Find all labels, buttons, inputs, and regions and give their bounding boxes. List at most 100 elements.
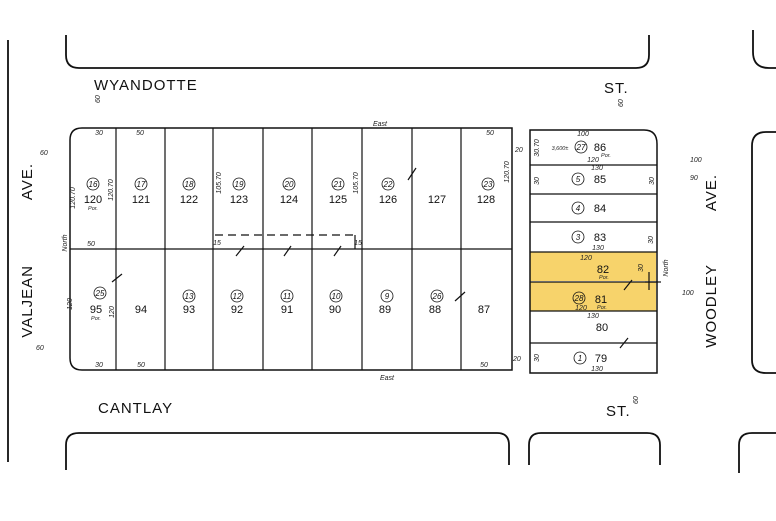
svg-text:28: 28 (574, 294, 584, 303)
svg-text:Por.: Por. (88, 206, 98, 212)
svg-text:80: 80 (596, 322, 608, 334)
lot-93: 13 93 (182, 289, 196, 316)
svg-text:11: 11 (283, 292, 291, 301)
svg-text:60: 60 (36, 345, 44, 352)
svg-text:83: 83 (594, 232, 606, 244)
svg-text:127: 127 (428, 194, 446, 206)
svg-text:20: 20 (514, 147, 523, 154)
street-label-wyandotte-st: ST. (604, 80, 629, 97)
svg-text:Por.: Por. (601, 153, 611, 159)
lot-124: 20 124 (280, 177, 298, 206)
west-bottom-lots: 25 95 Por. 94 13 93 12 92 11 91 10 90 (90, 286, 490, 322)
svg-text:84: 84 (594, 203, 606, 215)
svg-text:3,600±: 3,600± (552, 146, 569, 152)
lot-89: 9 89 (379, 289, 394, 316)
svg-text:130: 130 (591, 165, 603, 172)
svg-text:100: 100 (690, 157, 702, 164)
west-block (69, 127, 513, 371)
svg-text:50: 50 (137, 362, 145, 369)
svg-text:94: 94 (135, 304, 147, 316)
svg-text:North: North (62, 234, 69, 251)
svg-text:East: East (380, 375, 395, 382)
svg-text:30: 30 (649, 177, 656, 185)
svg-text:20: 20 (512, 356, 521, 363)
street-label-valjean: VALJEAN (19, 265, 36, 338)
svg-text:30: 30 (534, 177, 541, 185)
street-curbs (7, 30, 776, 473)
lot-128: 23 128 (477, 177, 495, 206)
svg-text:87: 87 (478, 304, 490, 316)
lot-95: 25 95 Por. (90, 286, 107, 322)
lot-122: 18 122 (180, 177, 198, 206)
lot-81: 28 81 Por. (572, 291, 607, 311)
svg-text:82: 82 (597, 264, 609, 276)
svg-text:50: 50 (480, 362, 488, 369)
svg-text:89: 89 (379, 304, 391, 316)
lot-82: 82 Por. (597, 264, 609, 281)
svg-text:Por.: Por. (597, 305, 607, 311)
svg-text:90: 90 (329, 304, 341, 316)
street-label-woodley: WOODLEY (703, 264, 720, 348)
svg-text:19: 19 (235, 180, 244, 189)
svg-text:5: 5 (576, 175, 581, 184)
svg-text:13: 13 (185, 292, 194, 301)
svg-text:85: 85 (594, 174, 606, 186)
svg-text:95: 95 (90, 304, 102, 316)
svg-text:130: 130 (591, 366, 603, 373)
svg-text:Por.: Por. (91, 316, 101, 322)
svg-text:30.70: 30.70 (534, 139, 541, 157)
svg-text:9: 9 (385, 292, 390, 301)
lot-85: 5 85 (571, 172, 606, 186)
svg-text:10: 10 (332, 292, 341, 301)
svg-text:3: 3 (576, 233, 581, 242)
svg-text:26: 26 (432, 292, 442, 301)
lot-126: 22 126 (379, 177, 397, 206)
svg-text:20: 20 (284, 180, 294, 189)
lot-79: 1 79 (573, 351, 607, 365)
svg-text:60: 60 (618, 99, 625, 107)
west-dimensions: 30 50 50 50 30 50 50 15 15 East East 120… (36, 95, 625, 382)
svg-text:92: 92 (231, 304, 243, 316)
street-label-cantlay: CANTLAY (98, 400, 174, 417)
west-top-lots: 16 120 Por. 17 121 18 122 19 123 20 124 … (84, 177, 495, 212)
lot-92: 12 92 (230, 289, 244, 316)
svg-text:130: 130 (587, 313, 599, 320)
street-label-woodley-ave: AVE. (703, 174, 720, 212)
svg-text:1: 1 (578, 354, 582, 363)
lot-84: 4 84 (571, 201, 606, 215)
svg-text:81: 81 (595, 294, 607, 306)
svg-text:30: 30 (95, 130, 103, 137)
svg-text:79: 79 (595, 353, 607, 365)
lot-86: 3,600± 27 86 Por. (552, 140, 611, 159)
svg-text:60: 60 (95, 95, 102, 103)
svg-text:25: 25 (95, 289, 105, 298)
lot-88: 26 88 (429, 289, 444, 316)
svg-text:105.70: 105.70 (216, 172, 223, 194)
svg-text:88: 88 (429, 304, 441, 316)
svg-text:120.70: 120.70 (108, 179, 115, 201)
svg-text:130: 130 (592, 245, 604, 252)
svg-text:Por.: Por. (599, 275, 609, 281)
svg-text:120.70: 120.70 (70, 187, 77, 209)
street-label-cantlay-st: ST. (606, 403, 631, 420)
svg-text:60: 60 (633, 396, 640, 404)
svg-text:93: 93 (183, 304, 195, 316)
svg-text:91: 91 (281, 304, 293, 316)
svg-text:17: 17 (137, 180, 146, 189)
svg-text:120.70: 120.70 (504, 161, 511, 183)
street-label-valjean-ave: AVE. (19, 163, 36, 201)
svg-text:East: East (373, 121, 388, 128)
svg-text:120: 120 (84, 194, 102, 206)
svg-text:123: 123 (230, 194, 248, 206)
svg-text:22: 22 (383, 180, 393, 189)
svg-text:23: 23 (483, 180, 493, 189)
svg-text:60: 60 (40, 150, 48, 157)
lot-127: 127 (428, 194, 446, 206)
svg-text:121: 121 (132, 194, 150, 206)
svg-text:27: 27 (576, 143, 586, 152)
svg-text:100: 100 (577, 131, 589, 138)
lot-125: 21 125 (329, 177, 347, 206)
svg-text:50: 50 (87, 241, 95, 248)
svg-text:15: 15 (354, 240, 362, 247)
svg-text:122: 122 (180, 194, 198, 206)
